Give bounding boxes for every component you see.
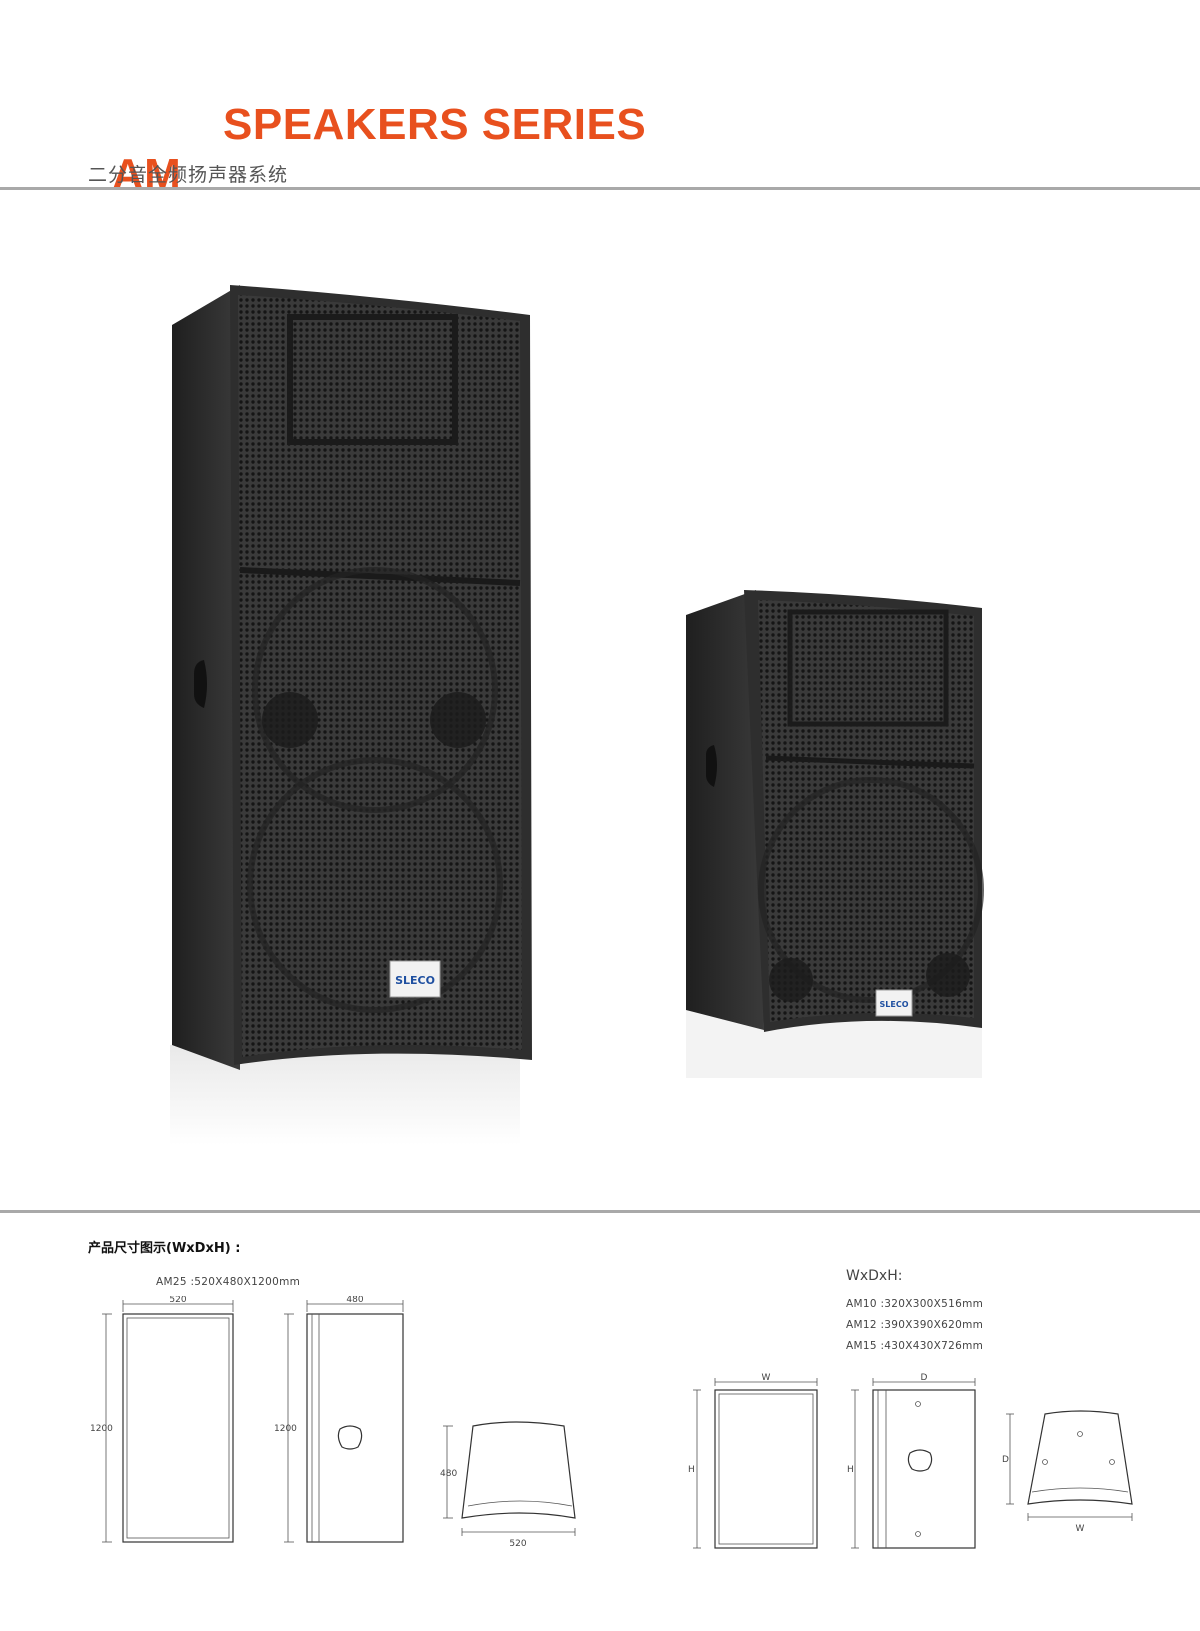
am-small-front-height-label: H (688, 1465, 695, 1475)
am-small-logo-badge (875, 989, 913, 1017)
am25-speaker-image: SLECO (170, 285, 532, 1145)
am-small-speaker-image: SLECO (686, 590, 984, 1078)
title-series-name: SPEAKERS SERIES (223, 100, 647, 149)
am15-spec-line: AM15 :430X430X726mm (846, 1340, 984, 1352)
title-series-code: AM (111, 150, 182, 199)
right-spec-heading: WxDxH: (846, 1268, 903, 1284)
specs-heading: 产品尺寸图示(WxDxH) : (88, 1241, 241, 1256)
am12-spec-line: AM12 :390X390X620mm (846, 1319, 984, 1331)
am-small-front-width-label: W (762, 1373, 771, 1383)
header-divider (0, 187, 1200, 190)
am25-top-depth-label: 480 (440, 1469, 457, 1479)
am25-dimension-drawings: 520 1200 480 1200 480 520 (90, 1296, 576, 1549)
specs-divider (0, 1210, 1200, 1213)
am-small-side-height-label: H (847, 1465, 854, 1475)
am25-top-width-label: 520 (509, 1539, 526, 1549)
am-small-top-depth-label: D (1002, 1455, 1009, 1465)
am25-side-height-label: 1200 (274, 1424, 297, 1434)
page-subtitle: 二分音全频扬声器系统 (88, 164, 289, 186)
am25-side-depth-label: 480 (346, 1296, 363, 1305)
page-title: AM SPEAKERS SERIES (88, 100, 646, 250)
am25-front-height-label: 1200 (90, 1424, 113, 1434)
am-small-dimension-drawings: W H D H D W (688, 1373, 1133, 1549)
am25-logo-text: SLECO (395, 974, 435, 987)
am-small-side-depth-label: D (921, 1373, 928, 1383)
am25-spec-line: AM25 :520X480X1200mm (156, 1276, 301, 1288)
am10-spec-line: AM10 :320X300X516mm (846, 1298, 984, 1310)
am25-logo-badge (389, 960, 441, 998)
am-small-top-width-label: W (1076, 1524, 1085, 1534)
am25-front-width-label: 520 (169, 1296, 186, 1305)
am-small-logo-text: SLECO (880, 1000, 909, 1009)
